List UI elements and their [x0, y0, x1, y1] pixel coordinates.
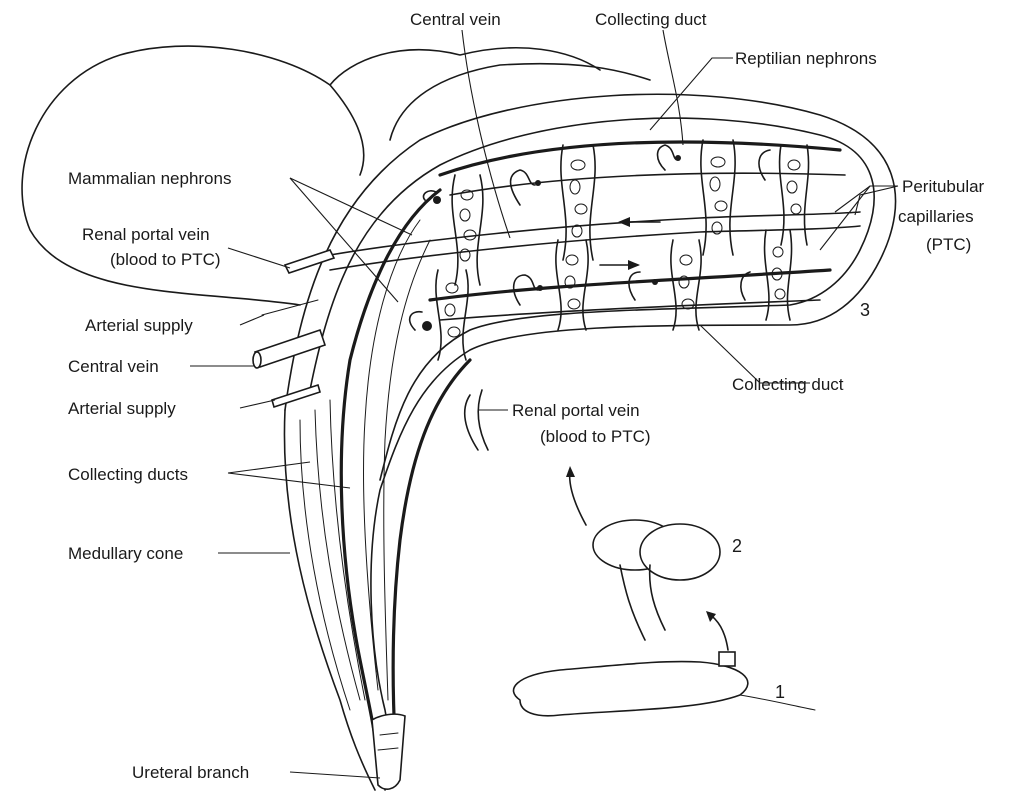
label-renal-portal-mid-1: Renal portal vein: [512, 401, 640, 420]
label-renal-portal-left-2: (blood to PTC): [110, 250, 221, 269]
label-collecting-duct-mid: Collecting duct: [732, 375, 844, 394]
label-renal-portal-mid-2: (blood to PTC): [540, 427, 651, 446]
label-renal-portal-left-1: Renal portal vein: [82, 225, 210, 244]
label-central-vein-left: Central vein: [68, 357, 159, 376]
label-number-1: 1: [775, 682, 785, 702]
label-arterial-supply-2: Arterial supply: [68, 399, 176, 418]
label-peritubular-3: (PTC): [926, 235, 971, 254]
label-number-3: 3: [860, 300, 870, 320]
label-reptilian-nephrons: Reptilian nephrons: [735, 49, 877, 68]
label-medullary-cone: Medullary cone: [68, 544, 183, 563]
label-number-2: 2: [732, 536, 742, 556]
label-collecting-duct-top: Collecting duct: [595, 10, 707, 29]
left-vessels: [253, 250, 488, 450]
label-collecting-ducts: Collecting ducts: [68, 465, 188, 484]
label-central-vein-top: Central vein: [410, 10, 501, 29]
label-peritubular-2: capillaries: [898, 207, 974, 226]
label-arterial-supply-1: Arterial supply: [85, 316, 193, 335]
label-peritubular-1: Peritubular: [902, 177, 985, 196]
label-mammalian-nephrons: Mammalian nephrons: [68, 169, 231, 188]
label-ureteral-branch: Ureteral branch: [132, 763, 249, 782]
inset-kidney-1: [513, 652, 815, 716]
inset-kidney-2: [593, 520, 720, 640]
